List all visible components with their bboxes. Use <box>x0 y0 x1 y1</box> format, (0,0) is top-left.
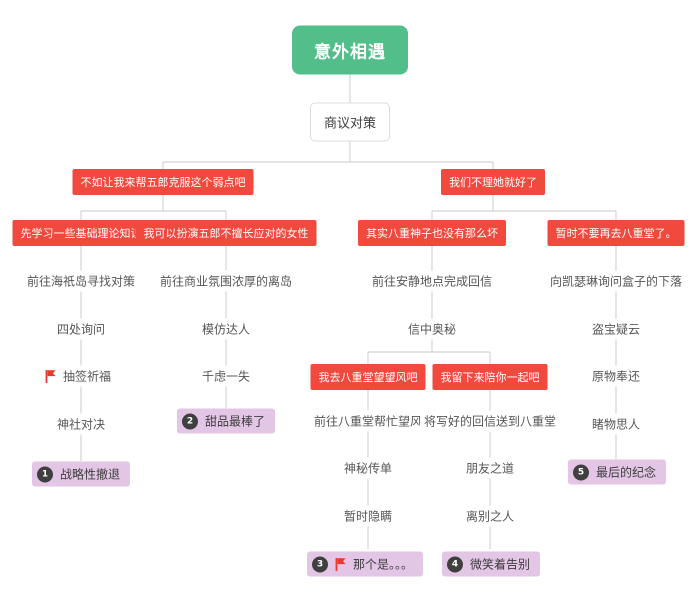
ending-label: 甜品最棒了 <box>204 414 266 429</box>
choice-node-ignore-her[interactable]: 我们不理她就好了 <box>441 169 545 195</box>
step-node[interactable]: 信中奥秘 <box>403 318 461 340</box>
choice-node-yae-not-bad[interactable]: 其实八重神子也没有那么坏 <box>358 220 506 246</box>
choice-node-stay-with-you[interactable]: 我留下来陪你一起吧 <box>432 364 548 390</box>
ending-node-2[interactable]: 2 甜品最棒了 <box>176 408 276 434</box>
step-node[interactable]: 神秘传单 <box>339 457 397 479</box>
ending-number-badge: 3 <box>311 556 328 572</box>
step-node[interactable]: 盗宝疑云 <box>587 318 645 340</box>
choice-node-help-gorou[interactable]: 不如让我来帮五郎克服这个弱点吧 <box>72 169 254 195</box>
ending-number-badge: 4 <box>446 556 463 572</box>
ending-node-1[interactable]: 1 战略性撤退 <box>31 461 131 487</box>
step-node[interactable]: 千虑一失 <box>197 365 255 387</box>
step-node[interactable]: 朋友之道 <box>461 457 519 479</box>
step-node[interactable]: 睹物思人 <box>587 413 645 435</box>
step-node[interactable]: 四处询问 <box>52 318 110 340</box>
step-node[interactable]: 前往海祇岛寻找对策 <box>22 270 140 292</box>
step-node[interactable]: 原物奉还 <box>587 365 645 387</box>
ending-label: 那个是。。。 <box>352 557 414 572</box>
ending-number-badge: 1 <box>36 466 53 482</box>
ending-label: 战略性撤退 <box>59 467 121 482</box>
choice-node-avoid-yae-house[interactable]: 暂时不要再去八重堂了。 <box>547 220 685 246</box>
choice-node-keep-watch[interactable]: 我去八重堂望望风吧 <box>310 364 426 390</box>
choice-node-learn-theory[interactable]: 先学习一些基础理论知识 <box>12 220 150 246</box>
topic-node[interactable]: 商议对策 <box>309 102 391 142</box>
step-label: 抽签祈福 <box>62 369 112 384</box>
step-node[interactable]: 前往八重堂帮忙望风 <box>309 410 427 432</box>
step-node[interactable]: 暂时隐瞒 <box>339 505 397 527</box>
red-flag-icon <box>45 369 56 383</box>
step-node[interactable]: 神社对决 <box>52 413 110 435</box>
ending-number-badge: 2 <box>181 413 198 429</box>
red-flag-icon <box>335 557 346 571</box>
step-node[interactable]: 前往商业氛围浓厚的离岛 <box>155 270 297 292</box>
step-node[interactable]: 向凯瑟琳询问盒子的下落 <box>545 270 687 292</box>
choice-node-play-woman[interactable]: 我可以扮演五郎不擅长应对的女性 <box>135 220 317 246</box>
ending-number-badge: 5 <box>572 464 589 480</box>
ending-node-4[interactable]: 4 微笑着告别 <box>441 551 541 577</box>
ending-node-5[interactable]: 5 最后的纪念 <box>567 459 667 485</box>
step-node[interactable]: 前往安静地点完成回信 <box>367 270 497 292</box>
root-node[interactable]: 意外相遇 <box>292 25 408 75</box>
step-node-flagged[interactable]: 抽签祈福 <box>40 365 116 387</box>
step-node[interactable]: 将写好的回信送到八重堂 <box>419 410 561 432</box>
step-node[interactable]: 离别之人 <box>461 505 519 527</box>
step-node[interactable]: 模仿达人 <box>197 318 255 340</box>
ending-label: 最后的纪念 <box>595 465 657 480</box>
ending-node-3[interactable]: 3 那个是。。。 <box>306 551 424 577</box>
ending-label: 微笑着告别 <box>469 557 531 572</box>
